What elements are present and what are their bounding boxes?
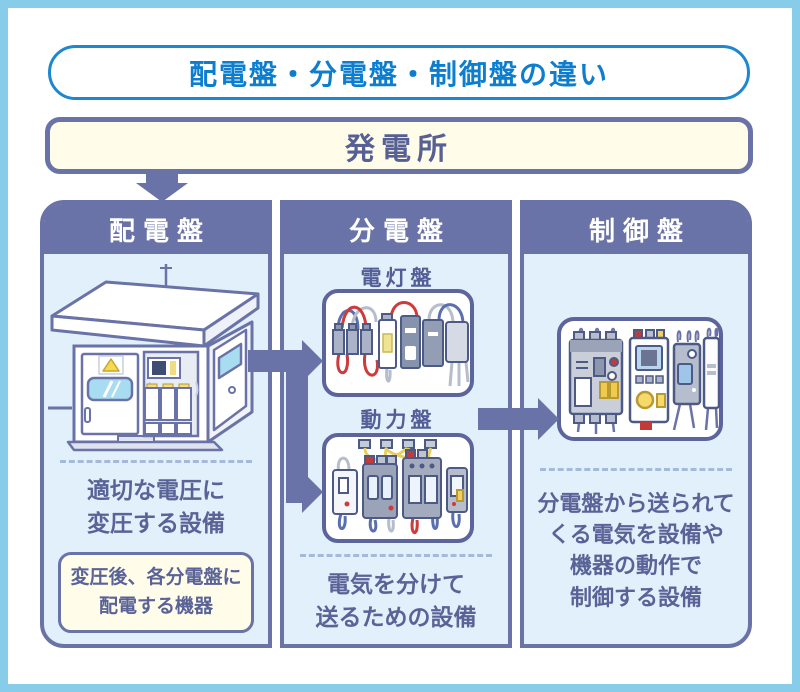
divider-control xyxy=(540,468,732,471)
panelboard-description: 電気を分けて 送るための設備 xyxy=(315,571,477,631)
power-plant-box: 発電所 xyxy=(45,117,753,174)
column-header-distribution: 配電盤 xyxy=(44,204,268,254)
control-panel-illustration xyxy=(557,317,723,441)
control-description: 分電盤から送られて くる電気を設備や 機器の動作で 制御する設備 xyxy=(537,491,735,610)
arrow-right-icon xyxy=(478,398,559,440)
power-panel-illustration xyxy=(322,433,474,543)
power-panel-label: 動力盤 xyxy=(360,409,436,432)
column-distribution-board: 配電盤 xyxy=(40,200,272,648)
divider-panelboard xyxy=(300,554,492,557)
column-header-control: 制御盤 xyxy=(524,204,748,254)
page-title: 配電盤・分電盤・制御盤の違い xyxy=(188,58,609,90)
column-panelboard: 分電盤 電灯盤 xyxy=(280,200,512,648)
column-control-panel: 制御盤 xyxy=(520,200,752,648)
distribution-description: 適切な電圧に 変圧する設備 xyxy=(87,477,225,537)
column-header-panelboard: 分電盤 xyxy=(284,204,508,254)
distribution-note-box: 変圧後、各分電盤に 配電する機器 xyxy=(58,552,254,633)
power-plant-label: 発電所 xyxy=(345,132,453,166)
arrow-branch-icon xyxy=(248,340,323,513)
divider-distribution xyxy=(60,460,252,463)
arrow-down-icon xyxy=(136,169,188,202)
title-banner: 配電盤・分電盤・制御盤の違い xyxy=(48,45,750,100)
lighting-panel-illustration xyxy=(322,289,474,397)
substation-illustration xyxy=(48,264,260,452)
lighting-panel-label: 電灯盤 xyxy=(360,267,436,290)
